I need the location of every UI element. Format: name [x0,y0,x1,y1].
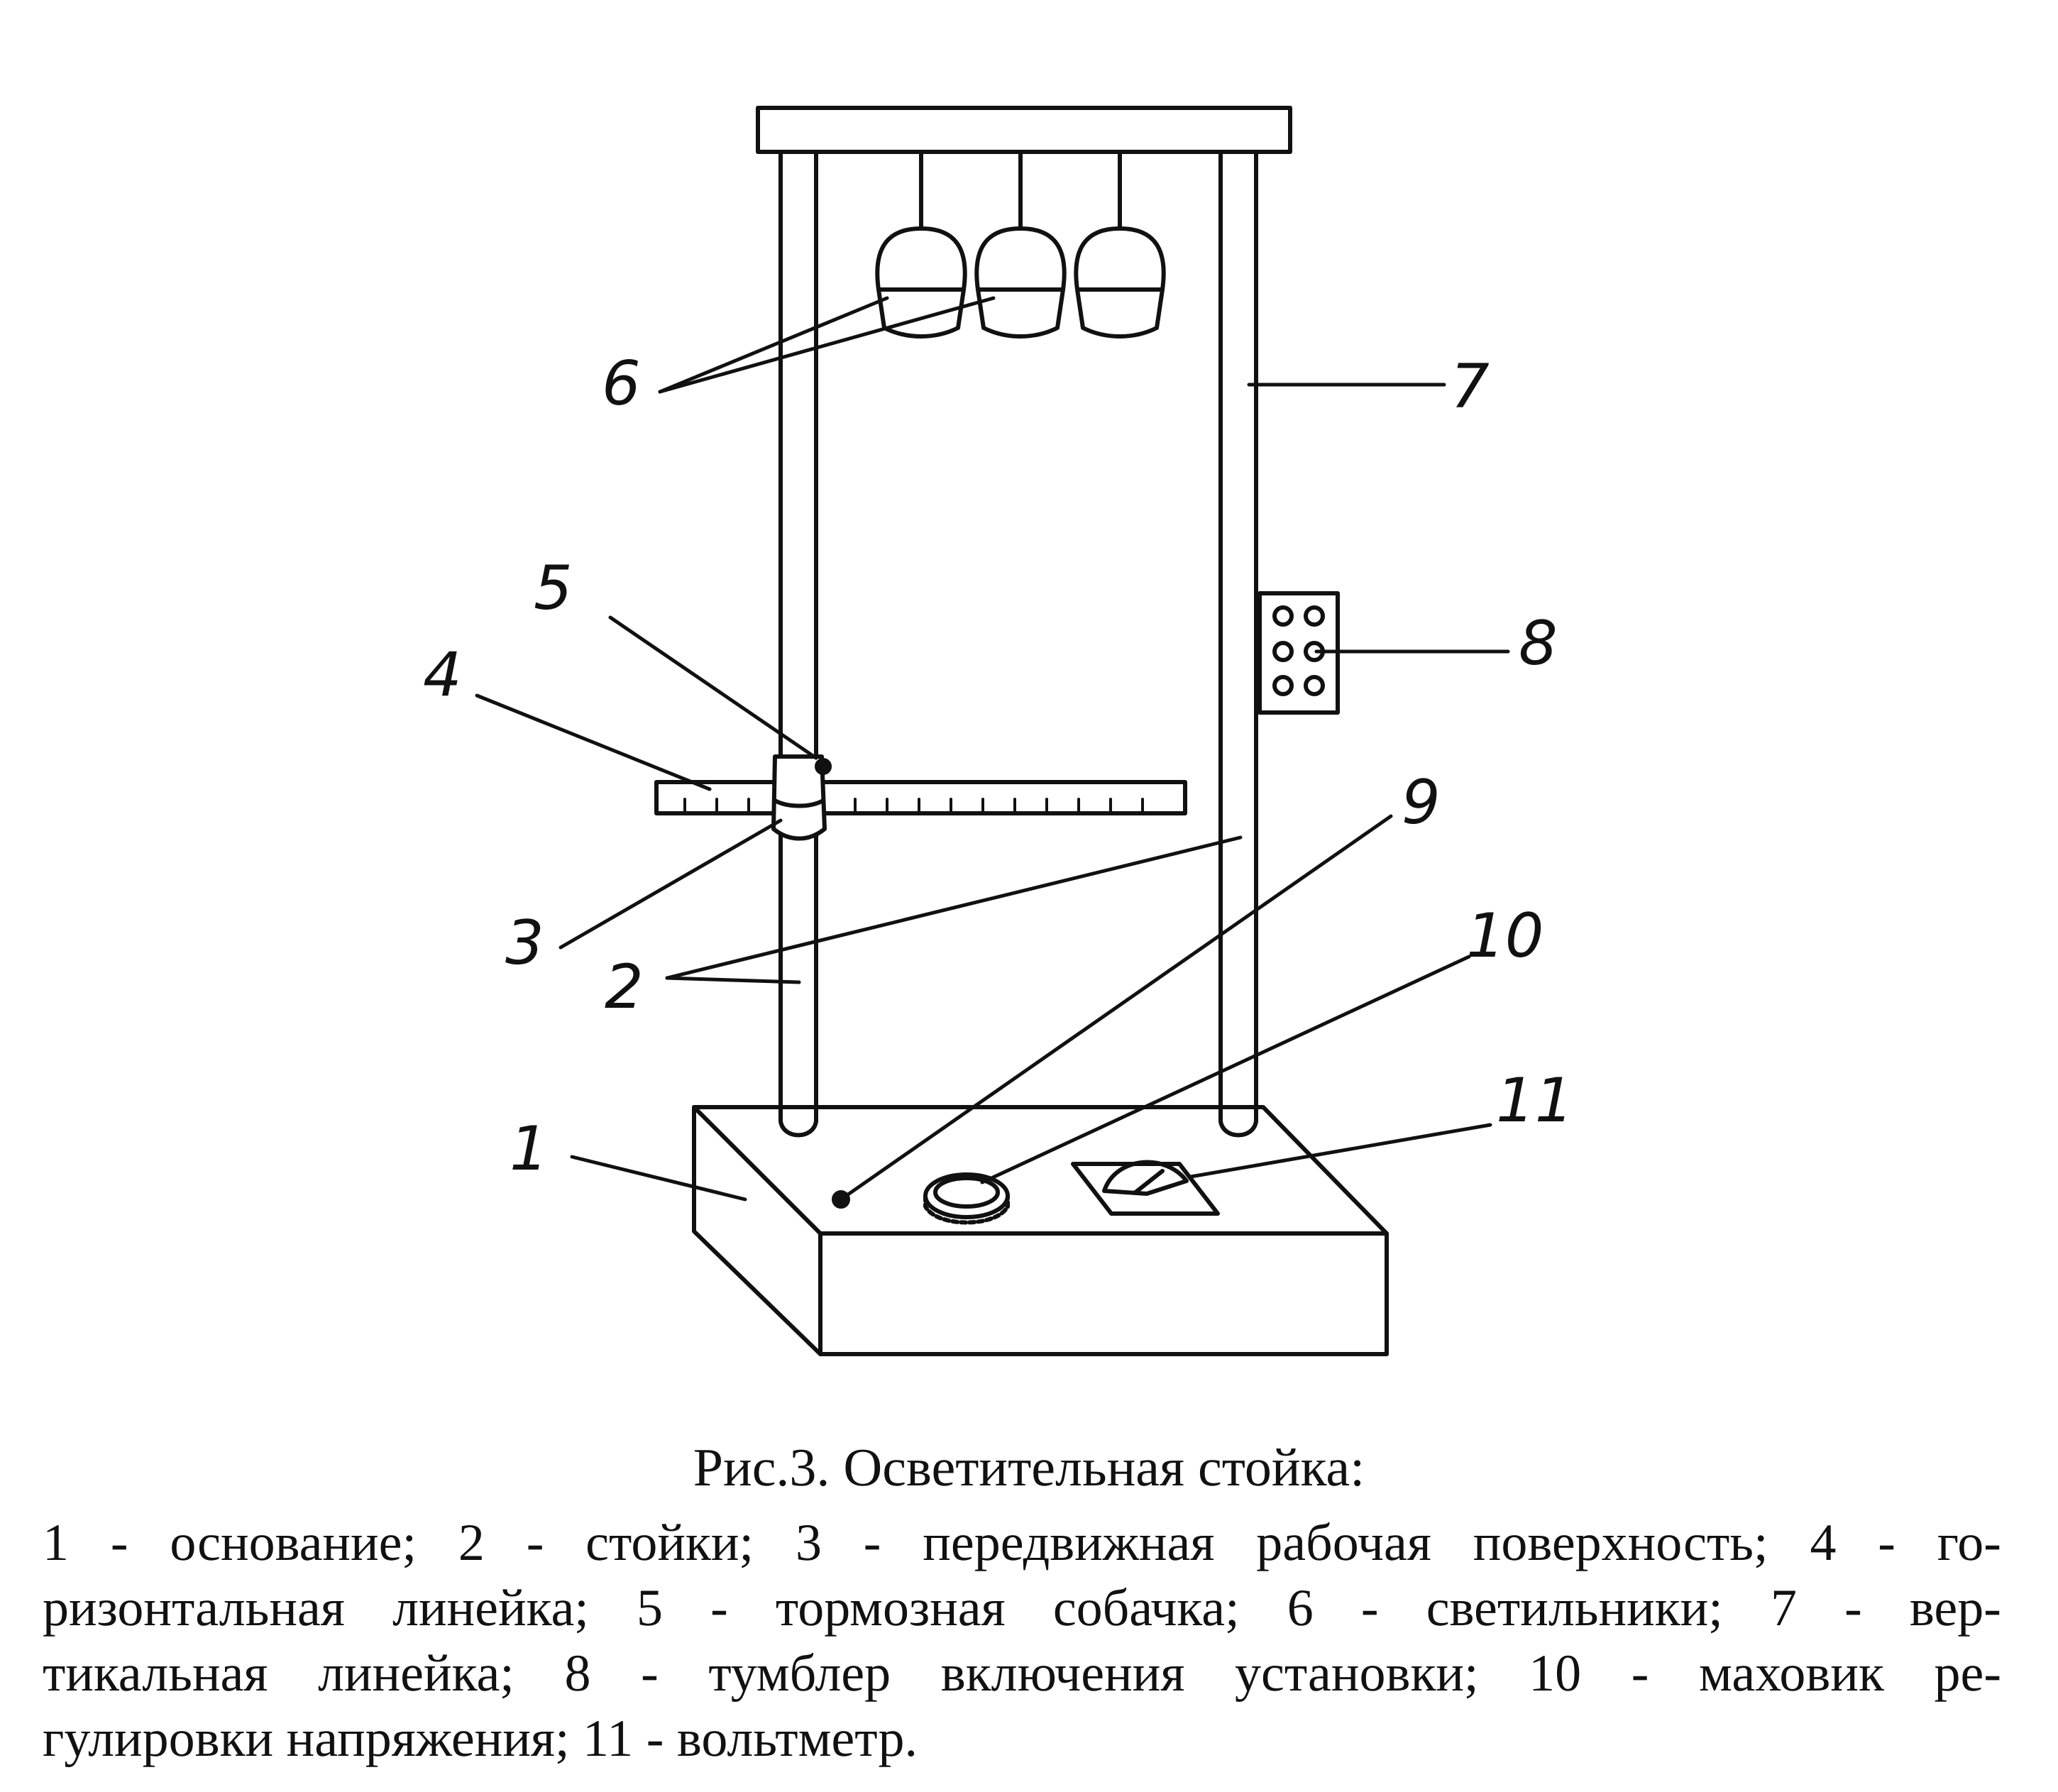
caption-word: 10 [1529,1644,1582,1703]
caption-word: стойки; [585,1514,754,1572]
caption-word: 2 [458,1514,485,1572]
caption-word: го- [1937,1514,2001,1572]
leader-lines [475,296,1510,1202]
base [692,1105,1389,1356]
label-6: 6 [602,348,641,419]
caption-word: передвижная [923,1514,1215,1572]
caption-word: - [526,1514,544,1572]
caption-word: 5 [636,1579,663,1637]
caption-word: - [1878,1514,1895,1572]
lamp-2 [974,226,1067,339]
caption-word: рабочая [1256,1514,1431,1572]
brake-pawl [815,758,832,775]
caption-word: установки; [1234,1644,1479,1703]
caption-word: вер- [1909,1579,2001,1637]
caption-word: ре- [1934,1644,2002,1703]
caption-word: тумблер [708,1644,891,1703]
label-8: 8 [1519,608,1558,679]
label-11: 11 [1496,1065,1573,1136]
figure-caption-title: Рис.3. Осветительная стойка: [693,1438,1365,1497]
label-10: 10 [1466,901,1544,972]
caption-word: тормозная [775,1579,1006,1637]
caption-word: 3 [795,1514,822,1572]
caption-word: светильники; [1426,1579,1723,1637]
caption-word: - [710,1579,728,1637]
caption-word: - [110,1514,128,1572]
label-1: 1 [510,1114,549,1184]
caption-word: основание; [170,1514,417,1572]
label-4: 4 [423,639,462,710]
label-5: 5 [534,553,573,624]
caption-word: 1 [43,1514,69,1572]
lamp-1 [875,226,967,339]
caption-word: ризонтальная [43,1579,345,1637]
caption-word: собачка; [1052,1579,1240,1637]
top-crossbar [756,106,1292,154]
caption-word: тикальная [43,1644,268,1703]
caption-word: 6 [1287,1579,1314,1637]
callout-labels: 1 2 3 4 5 6 7 8 9 10 11 [423,348,1573,1184]
caption-word: - [1844,1579,1862,1637]
lamp-3 [1074,226,1166,339]
voltage-knob [923,1172,1010,1225]
horizontal-ruler [654,780,1187,815]
left-post [778,150,818,1138]
caption-word: - [1360,1579,1379,1637]
lamps [875,150,1166,339]
caption-word: линейка; [392,1579,589,1637]
right-post [1218,150,1258,1138]
caption-word: поверхность; [1473,1514,1768,1572]
label-7: 7 [1451,351,1490,422]
caption-word: - [1631,1644,1649,1703]
caption-word: линейка; [318,1644,514,1703]
caption-word: 4 [1810,1514,1837,1572]
caption-line-4: гулировки напряжения; 11 - вольтметр. [43,1710,918,1768]
caption-word: 8 [564,1644,591,1703]
caption-word: - [863,1514,881,1572]
label-9: 9 [1402,767,1441,838]
label-2: 2 [605,952,644,1023]
label-3: 3 [505,908,544,979]
caption-word: включения [940,1644,1185,1703]
movable-clamp [771,754,832,841]
caption-word: - [641,1644,659,1703]
voltmeter [1071,1160,1220,1216]
caption-word: маховик [1699,1644,1884,1703]
caption-word: 7 [1770,1579,1797,1637]
